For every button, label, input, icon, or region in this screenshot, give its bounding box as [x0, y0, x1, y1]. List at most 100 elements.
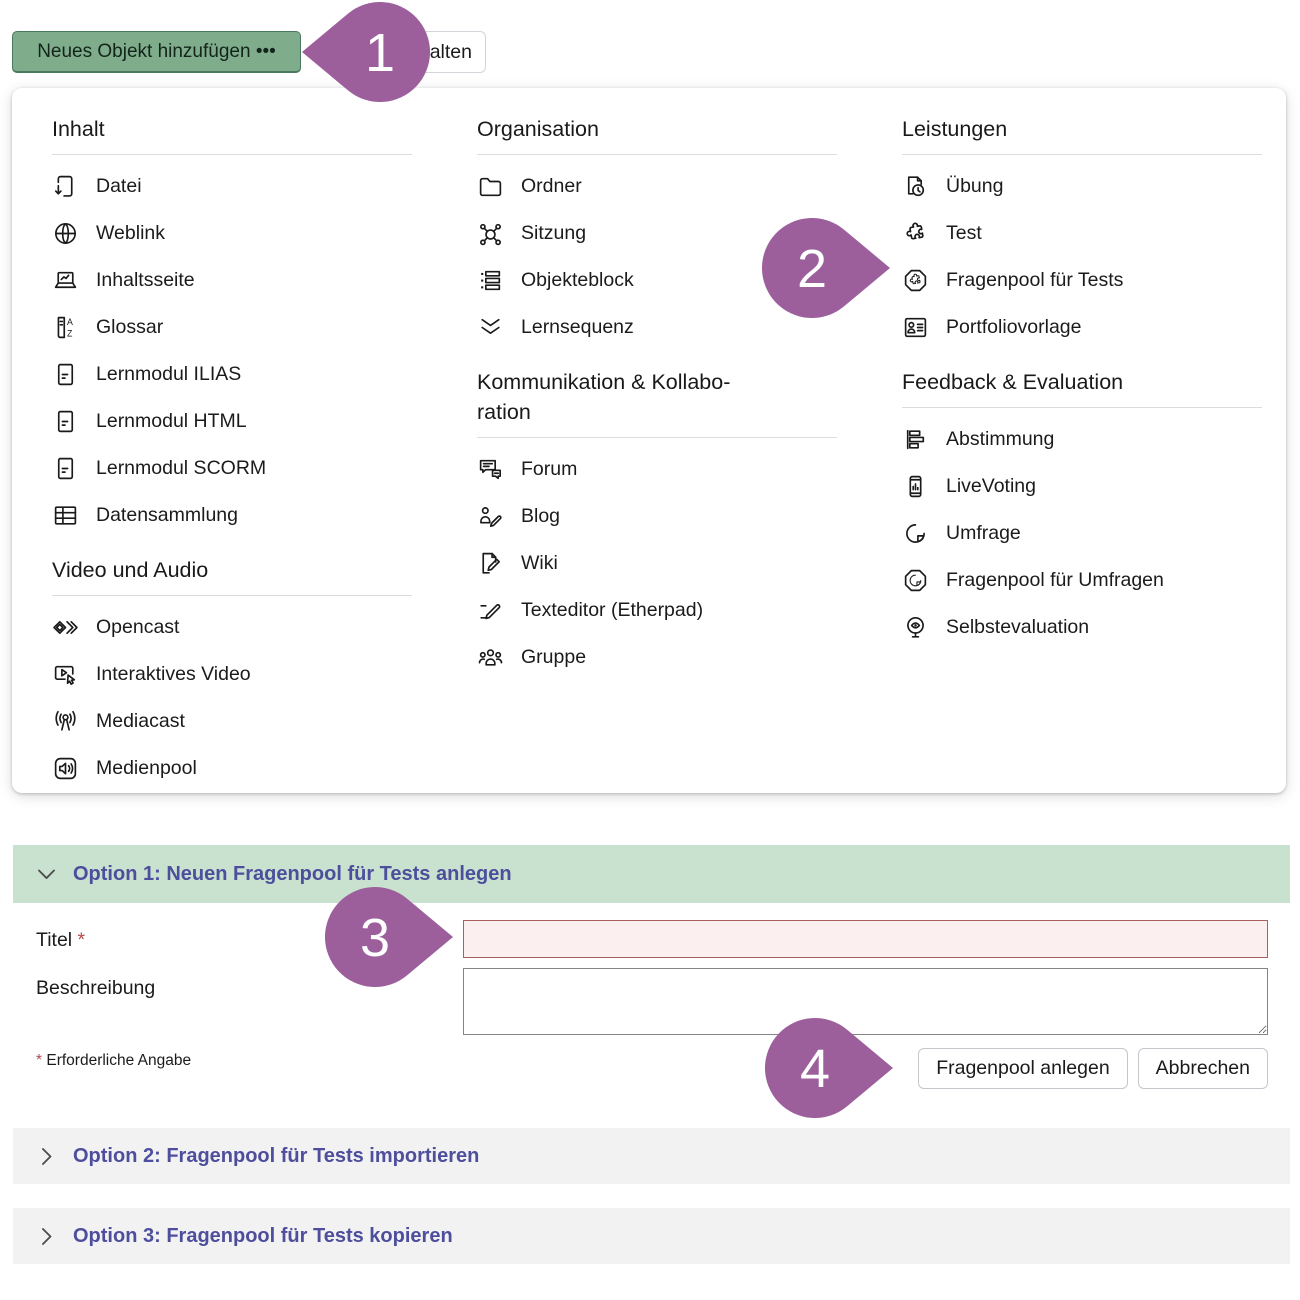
- menu-section-title: Video und Audio: [52, 555, 412, 596]
- menu-item-label: Lernmodul ILIAS: [96, 363, 242, 385]
- test-icon: [902, 220, 929, 247]
- title-label-text: Titel: [36, 929, 73, 951]
- menu-item-blog[interactable]: Blog: [477, 493, 837, 540]
- description-textarea[interactable]: [463, 968, 1268, 1035]
- menu-item-label: Lernsequenz: [521, 316, 634, 338]
- required-asterisk: *: [36, 1052, 43, 1069]
- menu-section-title: Inhalt: [52, 114, 412, 155]
- menu-item-medienpool[interactable]: Medienpool: [52, 745, 412, 792]
- learning-sequence-icon: [477, 314, 504, 341]
- menu-item-label: LiveVoting: [946, 475, 1036, 497]
- option-3-header[interactable]: Option 3: Fragenpool für Tests kopieren: [13, 1208, 1290, 1264]
- menu-item-lernmodul-ilias[interactable]: Lernmodul ILIAS: [52, 351, 412, 398]
- menu-item-wiki[interactable]: Wiki: [477, 540, 837, 587]
- menu-section-title: Feedback & Evaluation: [902, 367, 1262, 408]
- menu-section-title-text: Kommunikation & Kollabo­ration: [477, 370, 731, 424]
- menu-item-interaktives-video[interactable]: Interaktives Video: [52, 651, 412, 698]
- option-header-label: Option 1: Neuen Fragenpool für Tests anl…: [73, 862, 512, 885]
- menu-item-inhaltsseite[interactable]: Inhaltsseite: [52, 257, 412, 304]
- form-actions: Fragenpool anlegen Abbrechen: [918, 1048, 1268, 1089]
- partially-hidden-button[interactable]: alten: [366, 31, 486, 73]
- menu-section-title: Leistungen: [902, 114, 1262, 155]
- menu-item-forum[interactable]: Forum: [477, 446, 837, 493]
- menu-item-label: Forum: [521, 458, 578, 480]
- menu-item-sitzung[interactable]: Sitzung: [477, 210, 837, 257]
- live-voting-icon: [902, 473, 929, 500]
- menu-item-opencast[interactable]: Opencast: [52, 604, 412, 651]
- menu-item-label: Mediacast: [96, 710, 185, 732]
- menu-item-objekteblock[interactable]: Objekteblock: [477, 257, 837, 304]
- title-input[interactable]: [463, 920, 1268, 958]
- description-label: Beschreibung: [36, 977, 156, 999]
- menu-item-label: Opencast: [96, 616, 180, 638]
- menu-item-abstimmung[interactable]: Abstimmung: [902, 416, 1262, 463]
- menu-item-label: Wiki: [521, 552, 558, 574]
- option-1-header[interactable]: Option 1: Neuen Fragenpool für Tests anl…: [13, 845, 1290, 903]
- menu-section-title: Kommunikation & Kollabo­ration: [477, 367, 837, 438]
- svg-text:3: 3: [360, 908, 390, 968]
- opencast-icon: [52, 614, 79, 641]
- menu-item-livevoting[interactable]: LiveVoting: [902, 463, 1262, 510]
- menu-item-label: Fragenpool für Umfragen: [946, 569, 1164, 591]
- wiki-icon: [477, 550, 504, 577]
- text-editor-icon: [477, 597, 504, 624]
- menu-item-lernsequenz[interactable]: Lernsequenz: [477, 304, 837, 351]
- menu-item-datei[interactable]: Datei: [52, 163, 412, 210]
- required-note-text: Erforderliche Angabe: [46, 1052, 192, 1069]
- cancel-button[interactable]: Abbrechen: [1137, 1048, 1268, 1089]
- menu-item-label: Texteditor (Etherpad): [521, 599, 704, 621]
- question-pool-test-icon: [902, 267, 929, 294]
- title-label: Titel *: [36, 929, 85, 952]
- menu-item-datensammlung[interactable]: Datensammlung: [52, 492, 412, 539]
- globe-icon: [52, 220, 79, 247]
- session-icon: [477, 220, 504, 247]
- menu-item-label: Objekteblock: [521, 269, 634, 291]
- chevron-right-icon: [35, 1145, 58, 1168]
- media-pool-icon: [52, 755, 79, 782]
- menu-item-label: Inhaltsseite: [96, 269, 195, 291]
- menu-item-label: Fragenpool für Tests: [946, 269, 1124, 291]
- add-object-button[interactable]: Neues Objekt hinzufügen •••: [12, 31, 301, 73]
- menu-item-texteditor-etherpad-[interactable]: Texteditor (Etherpad): [477, 587, 837, 634]
- menu-item-weblink[interactable]: Weblink: [52, 210, 412, 257]
- chevron-right-icon: [35, 1225, 58, 1248]
- menu-item-label: Blog: [521, 505, 561, 527]
- menu-item-lernmodul-html[interactable]: Lernmodul HTML: [52, 398, 412, 445]
- menu-item-fragenpool-für-tests[interactable]: Fragenpool für Tests: [902, 257, 1262, 304]
- menu-item-label: Medienpool: [96, 757, 197, 779]
- svg-text:4: 4: [800, 1039, 830, 1099]
- interactive-video-icon: [52, 661, 79, 688]
- menu-item-mediacast[interactable]: Mediacast: [52, 698, 412, 745]
- forum-icon: [477, 456, 504, 483]
- data-table-icon: [52, 502, 79, 529]
- poll-icon: [902, 426, 929, 453]
- menu-item-label: Abstimmung: [946, 428, 1055, 450]
- menu-item-ordner[interactable]: Ordner: [477, 163, 837, 210]
- menu-item-test[interactable]: Test: [902, 210, 1262, 257]
- broadcast-icon: [52, 708, 79, 735]
- menu-section-title-text: Inhalt: [52, 117, 105, 141]
- menu-item-lernmodul-scorm[interactable]: Lernmodul SCORM: [52, 445, 412, 492]
- menu-item-label: Test: [946, 222, 982, 244]
- question-pool-survey-icon: [902, 567, 929, 594]
- menu-item-umfrage[interactable]: Umfrage: [902, 510, 1262, 557]
- menu-item-label: Interaktives Video: [96, 663, 251, 685]
- learning-module-icon: [52, 455, 79, 482]
- self-evaluation-icon: [902, 614, 929, 641]
- menu-item-portfoliovorlage[interactable]: Portfoliovorlage: [902, 304, 1262, 351]
- menu-item-übung[interactable]: Übung: [902, 163, 1262, 210]
- menu-item-label: Glossar: [96, 316, 164, 338]
- menu-item-selbstevaluation[interactable]: Selbstevaluation: [902, 604, 1262, 651]
- create-question-pool-button[interactable]: Fragenpool anlegen: [918, 1048, 1128, 1089]
- item-block-icon: [477, 267, 504, 294]
- group-icon: [477, 644, 504, 671]
- menu-item-label: Selbstevaluation: [946, 616, 1090, 638]
- menu-item-gruppe[interactable]: Gruppe: [477, 634, 837, 681]
- menu-item-label: Datensammlung: [96, 504, 238, 526]
- option-2-header[interactable]: Option 2: Fragenpool für Tests importier…: [13, 1128, 1290, 1184]
- menu-section-title-text: Organisation: [477, 117, 599, 141]
- menu-item-fragenpool-für-umfragen[interactable]: Fragenpool für Umfragen: [902, 557, 1262, 604]
